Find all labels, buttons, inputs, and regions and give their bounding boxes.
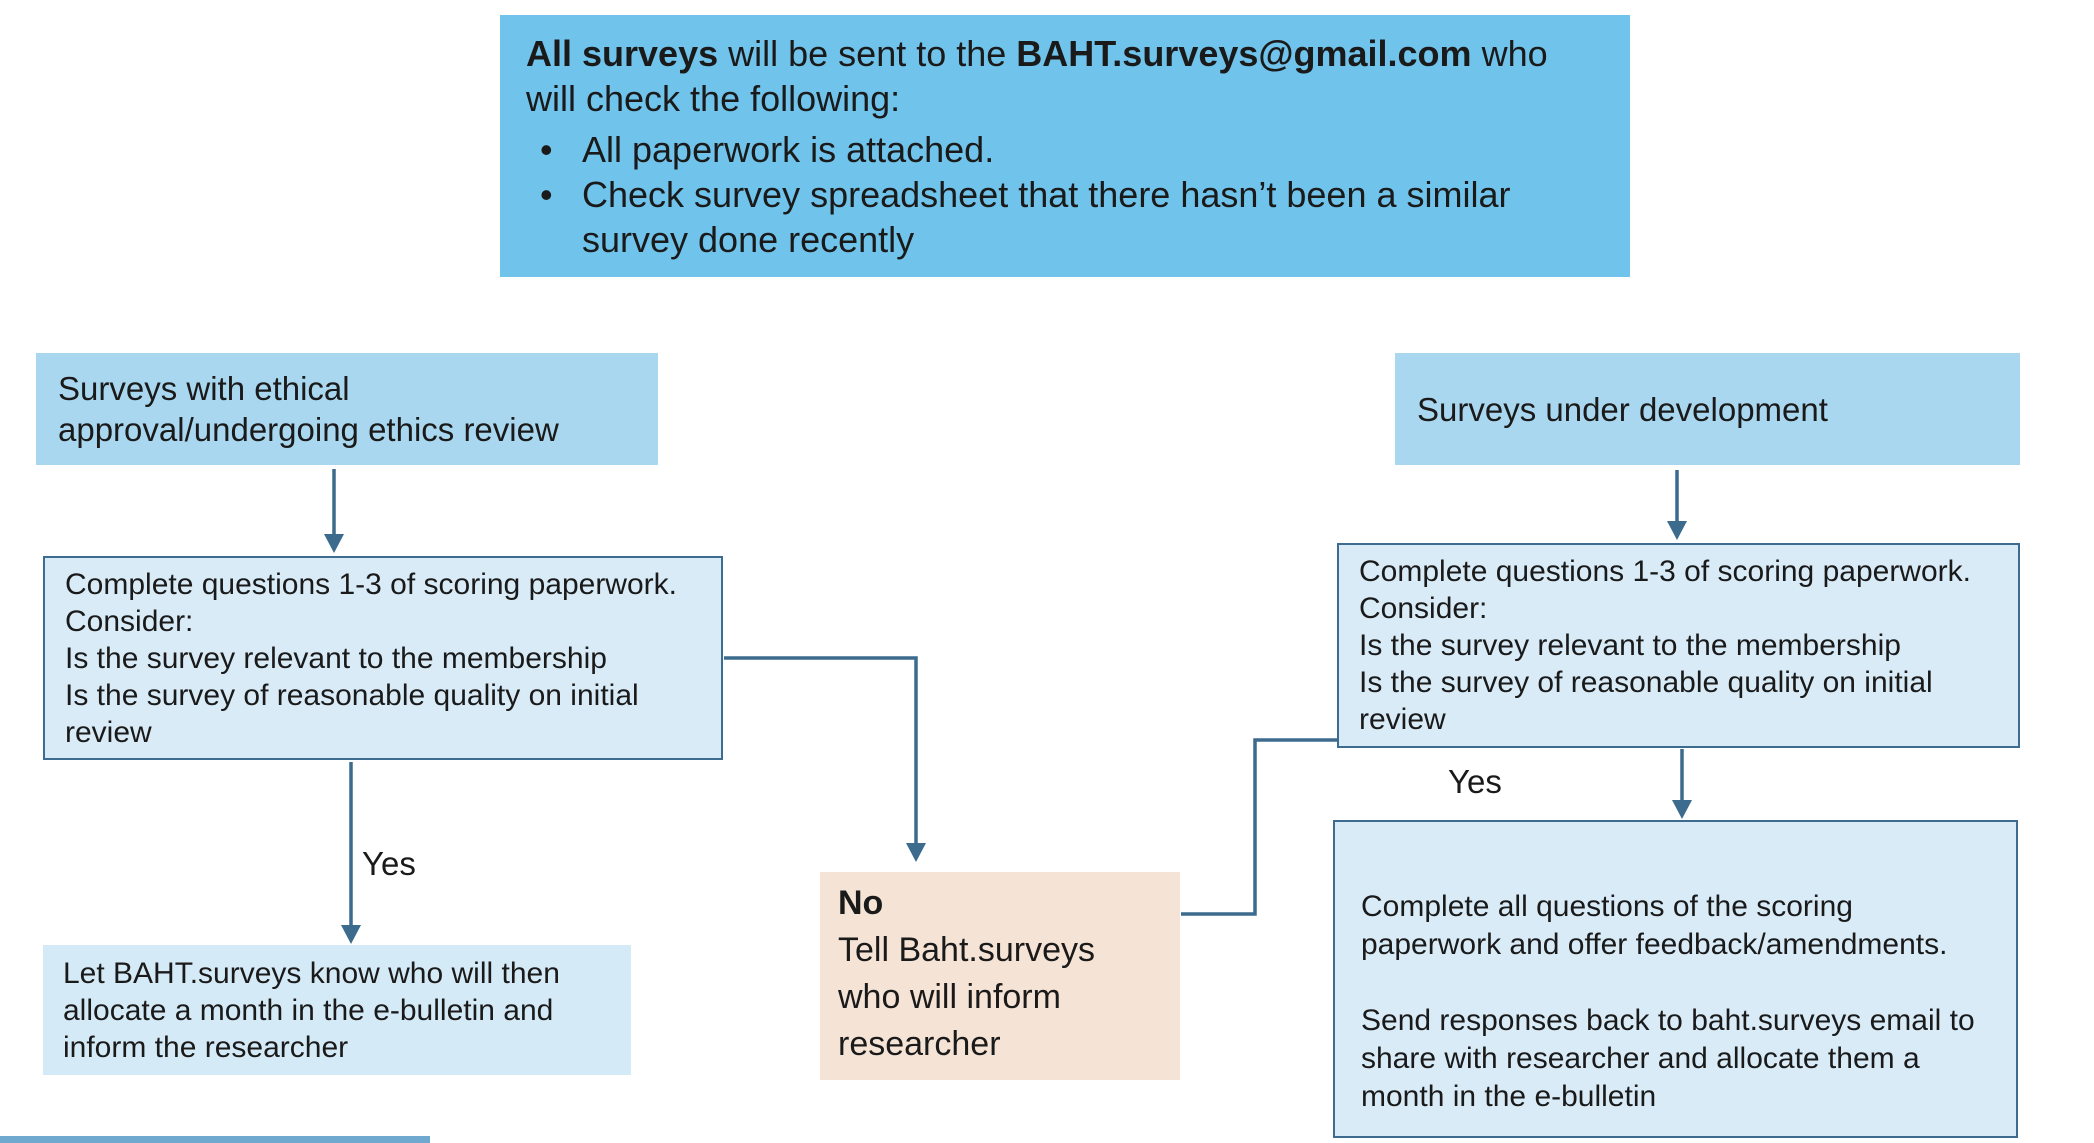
left-outcome-box: Let BAHT.surveys know who will then allo…	[43, 945, 631, 1075]
connector-no-to-right-process	[1181, 738, 1338, 916]
right-scoring-process-text: Complete questions 1-3 of scoring paperw…	[1359, 555, 1971, 736]
left-scoring-process-text: Complete questions 1-3 of scoring paperw…	[65, 568, 677, 749]
arrowhead-icon	[1672, 800, 1692, 819]
email-bold: BAHT.surveys@gmail.com	[1016, 33, 1472, 74]
connector-left-to-no	[724, 656, 918, 845]
note-segment: will be sent to the	[718, 33, 1017, 74]
arrowhead-icon	[341, 925, 361, 944]
arrowhead-icon	[906, 843, 926, 862]
arrowhead-icon	[1667, 521, 1687, 540]
under-development-header-text: Surveys under development	[1417, 390, 1828, 428]
ethical-approval-header-text: Surveys with ethical approval/undergoing…	[58, 370, 559, 448]
left-scoring-process-box: Complete questions 1-3 of scoring paperw…	[43, 556, 723, 760]
all-surveys-note-box: All surveys will be sent to the BAHT.sur…	[500, 15, 1630, 277]
right-yes-label: Yes	[1448, 763, 1502, 800]
cutoff-box-edge	[0, 1136, 430, 1143]
left-yes-label: Yes	[362, 845, 416, 882]
right-outcome-box: Complete all questions of the scoring pa…	[1333, 820, 2018, 1138]
bullet-icon: •	[540, 129, 553, 170]
note-bullet-text: All paperwork is attached.	[582, 129, 995, 170]
under-development-header-box: Surveys under development	[1395, 353, 2020, 465]
no-box: No Tell Baht.surveys who will inform res…	[820, 872, 1180, 1080]
left-outcome-text: Let BAHT.surveys know who will then allo…	[63, 957, 560, 1064]
all-surveys-note-text: All surveys will be sent to the BAHT.sur…	[526, 31, 1604, 121]
note-bullet-text: Check survey spreadsheet that there hasn…	[582, 174, 1511, 260]
right-outcome-text: Complete all questions of the scoring pa…	[1361, 890, 1975, 1113]
right-scoring-process-box: Complete questions 1-3 of scoring paperw…	[1337, 543, 2020, 748]
all-surveys-bold: All surveys	[526, 33, 719, 74]
no-label: No	[838, 884, 884, 922]
bullet-icon: •	[540, 174, 553, 215]
ethical-approval-header-box: Surveys with ethical approval/undergoing…	[36, 353, 658, 465]
note-bullet-item: • Check survey spreadsheet that there ha…	[526, 172, 1604, 262]
note-bullet-list: • All paperwork is attached. • Check sur…	[526, 127, 1604, 262]
arrowhead-icon	[324, 534, 344, 553]
note-segment: who will check the following:	[526, 33, 1548, 119]
no-body-text: Tell Baht.surveys who will inform resear…	[838, 931, 1095, 1063]
note-bullet-item: • All paperwork is attached.	[526, 127, 1604, 172]
